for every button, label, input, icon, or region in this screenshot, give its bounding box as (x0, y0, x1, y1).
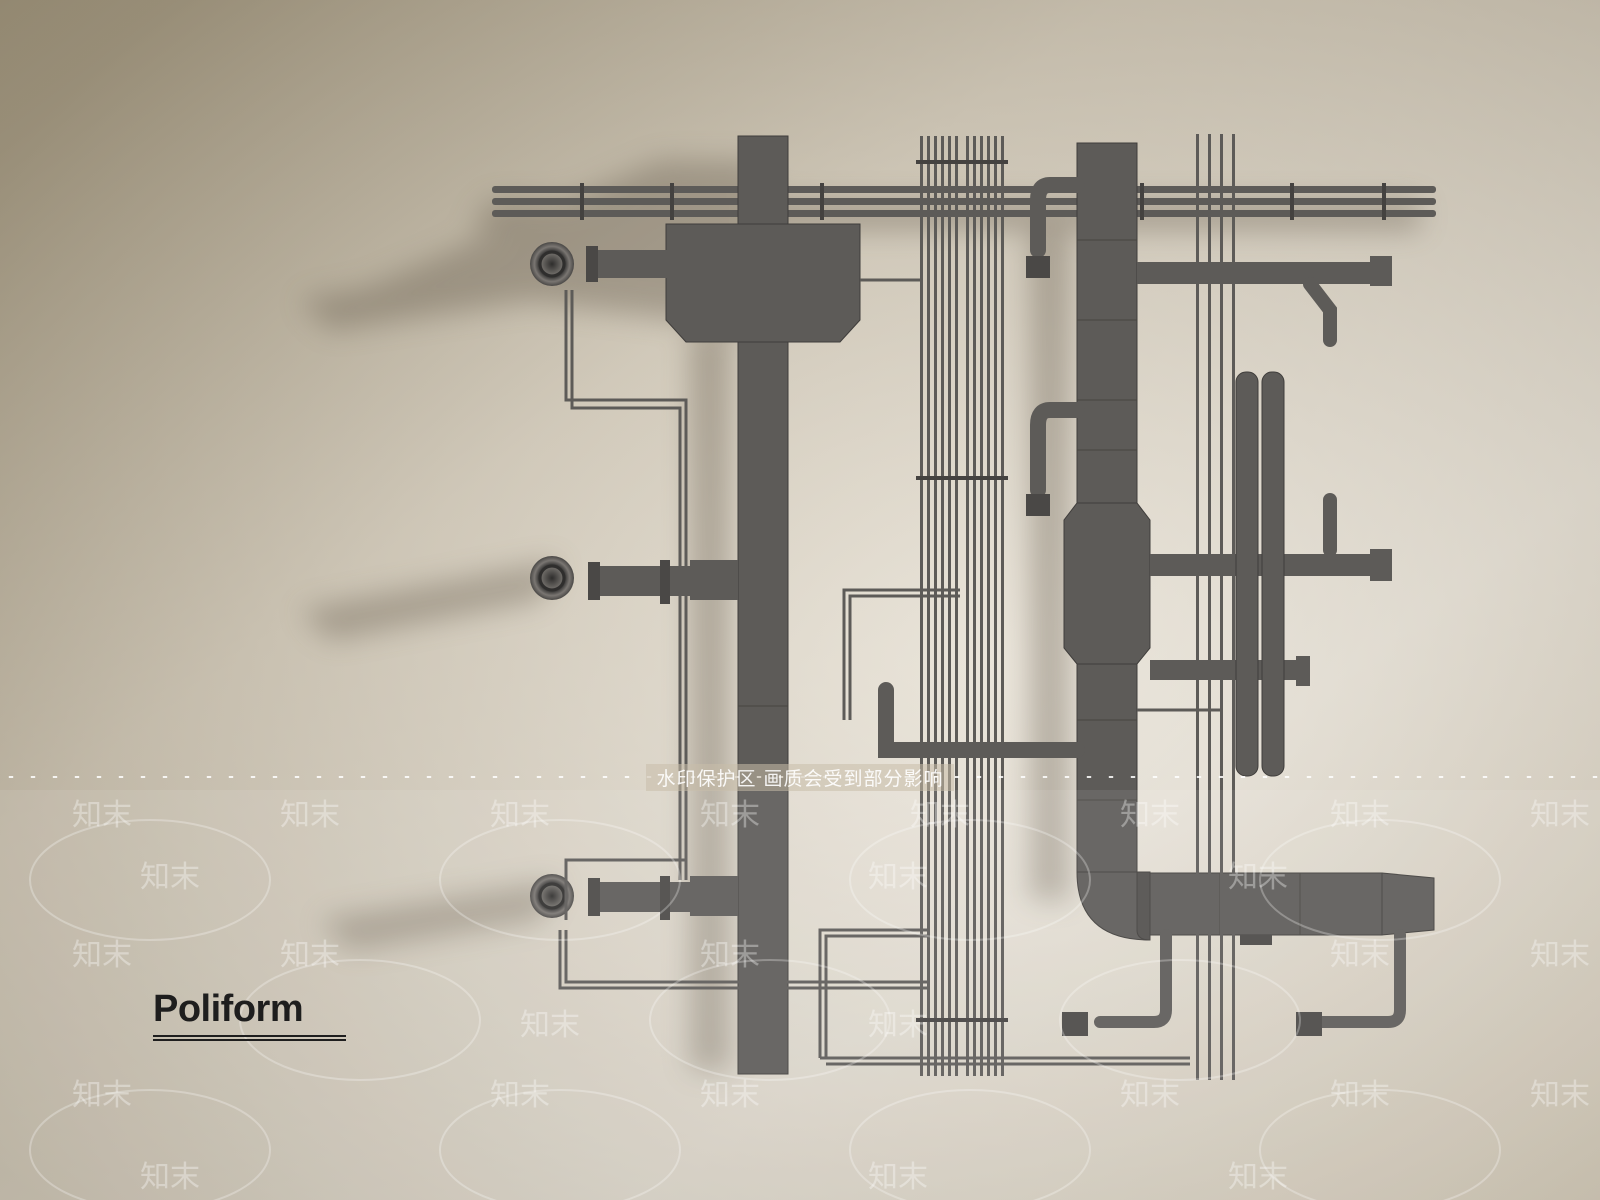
left-conduits (558, 278, 930, 990)
lower-conduits (818, 588, 1220, 1066)
right-elbows (1303, 277, 1337, 557)
left-nozzle-middle (530, 556, 738, 604)
watermark-banner: 水印保护区 画质会受到部分影响 (0, 763, 1600, 791)
lower-drop-pipes (1094, 929, 1406, 1028)
main-air-duct (1063, 142, 1435, 941)
brand-logo: Poliform (153, 988, 304, 1030)
left-nozzle-bottom (530, 874, 738, 920)
left-nozzle-top (530, 242, 670, 286)
vertical-cable-bundle-right (1196, 134, 1235, 1080)
watermark-ovals (29, 819, 1501, 1200)
top-horizontal-pipes (492, 183, 1436, 220)
vertical-cable-bundle-left (916, 136, 1008, 1076)
brand-underline (153, 1035, 346, 1041)
central-exhaust-duct (665, 135, 861, 1075)
duct-side-branches (878, 177, 1085, 758)
watermark-banner-text: 水印保护区 画质会受到部分影响 (646, 763, 954, 791)
